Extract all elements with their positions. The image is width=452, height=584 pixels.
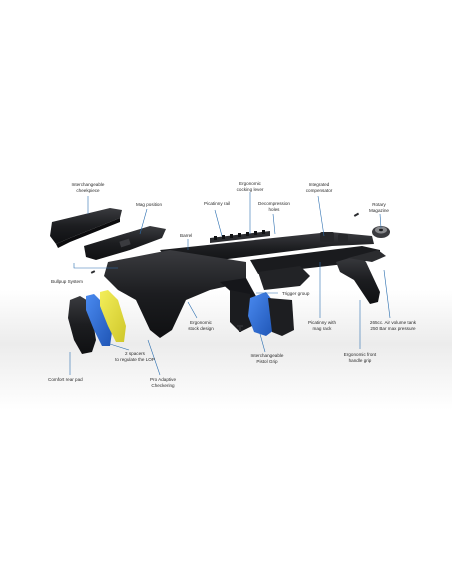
label-picatinny-mag-rack: Picatinny with mag rack bbox=[307, 320, 337, 331]
label-ergonomic-stock: Ergonomic stock design bbox=[188, 320, 214, 331]
spacer-blue-part bbox=[86, 294, 112, 346]
leader-lines bbox=[69, 192, 391, 376]
label-air-tank: 265cc. Air volume tank 250 Bar max press… bbox=[369, 320, 417, 331]
screw-rotary bbox=[353, 212, 360, 217]
label-pistol-grip: Interchangeable Pistol Grip bbox=[250, 353, 284, 364]
label-comfort-rear-pad: Comfort rear pad bbox=[48, 377, 83, 382]
floor-shadow bbox=[0, 290, 452, 410]
label-front-grip: Ergonomic front handle grip bbox=[343, 352, 377, 363]
label-cocking-lever: Ergonomic cocking lever bbox=[236, 181, 264, 192]
front-handle-grip-part bbox=[336, 250, 386, 304]
spacer-yellow-part bbox=[100, 290, 126, 342]
label-bullpup-system: Bullpup System bbox=[51, 279, 83, 284]
screw-pistol-grip bbox=[237, 325, 243, 332]
label-trigger-group: Trigger group bbox=[282, 291, 310, 296]
label-picatinny-rail: Picatinny rail bbox=[204, 201, 231, 206]
cheekpiece-part bbox=[50, 208, 122, 248]
pistol-grip-blue-part bbox=[248, 292, 294, 336]
screw-stock bbox=[90, 270, 96, 274]
label-spacers: 2 spacers to regulate the LOP bbox=[115, 351, 155, 362]
mag-position-cheekpiece bbox=[84, 226, 166, 260]
label-decompression-holes: Decompression holes bbox=[258, 201, 290, 212]
label-barrel: Barrel bbox=[180, 233, 193, 238]
label-mag-position: Mag position bbox=[136, 202, 163, 207]
rotary-magazine-part bbox=[372, 226, 390, 238]
rifle-main-body bbox=[104, 230, 380, 338]
label-pro-adaptive-checkering: Pro Adaptive Checkering bbox=[149, 377, 177, 388]
label-integrated-compensator: Integrated compensator bbox=[305, 182, 333, 193]
label-rotary-magazine: Rotary Magazine bbox=[369, 202, 389, 213]
label-cheekpiece: Interchangeable cheekpiece bbox=[71, 182, 105, 193]
